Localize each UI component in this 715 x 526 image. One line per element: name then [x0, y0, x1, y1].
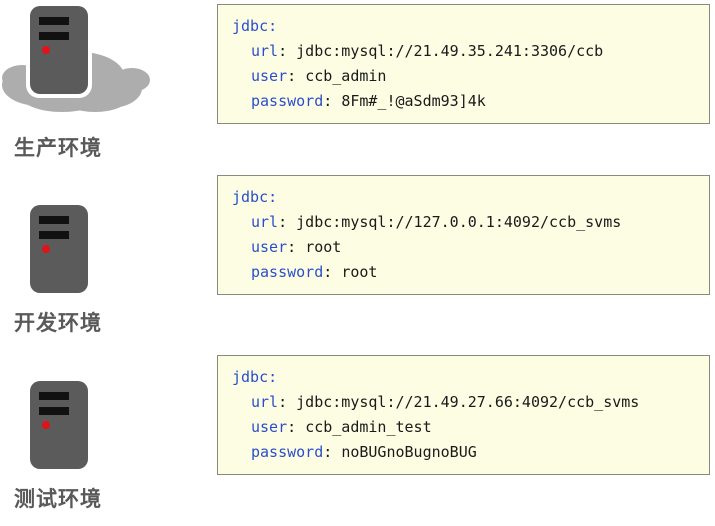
yaml-colon: :: [287, 418, 306, 436]
yaml-key: url: [251, 393, 279, 411]
environment-label-prod: 生产环境: [14, 136, 102, 160]
server-icon: [0, 375, 160, 510]
yaml-colon: :: [323, 263, 342, 281]
environment-label-test: 测试环境: [14, 487, 102, 511]
config-entry-url-prod: url: jdbc:mysql://21.49.35.241:3306/ccb: [218, 39, 709, 64]
yaml-key: password: [251, 92, 324, 110]
config-entry-url-dev: url: jdbc:mysql://127.0.0.1:4092/ccb_svm…: [218, 210, 709, 235]
yaml-colon: :: [268, 17, 278, 35]
yaml-key: jdbc: [232, 368, 269, 386]
config-entry-user-dev: user: root: [218, 235, 709, 260]
config-card-dev[interactable]: jdbc: url: jdbc:mysql://127.0.0.1:4092/c…: [217, 175, 710, 295]
yaml-colon: :: [278, 213, 297, 231]
environment-row-test: 测试环境 jdbc: url: jdbc:mysql://21.49.27.66…: [0, 350, 715, 526]
config-entry-password-dev: password: root: [218, 260, 709, 285]
yaml-key: jdbc: [232, 17, 269, 35]
environment-row-prod: 生产环境 jdbc: url: jdbc:mysql://21.49.35.24…: [0, 0, 715, 170]
yaml-key: user: [251, 67, 288, 85]
yaml-colon: :: [287, 238, 306, 256]
yaml-colon: :: [323, 92, 342, 110]
yaml-colon: :: [323, 443, 342, 461]
yaml-value: root: [341, 263, 378, 281]
server-icon: [0, 199, 160, 334]
yaml-value: ccb_admin_test: [305, 418, 432, 436]
environment-icon-column-prod: 生产环境: [0, 0, 215, 170]
environment-icon-column-dev: 开发环境: [0, 175, 215, 345]
yaml-key: password: [251, 443, 324, 461]
yaml-colon: :: [278, 393, 297, 411]
config-card-test[interactable]: jdbc: url: jdbc:mysql://21.49.27.66:4092…: [217, 355, 710, 475]
yaml-value: noBUGnoBugnoBUG: [341, 443, 477, 461]
config-root-key-test: jdbc:: [218, 365, 709, 390]
environment-row-dev: 开发环境 jdbc: url: jdbc:mysql://127.0.0.1:4…: [0, 175, 715, 345]
yaml-key: user: [251, 418, 288, 436]
server-cloud-icon: [0, 0, 160, 135]
yaml-key: url: [251, 213, 279, 231]
environment-label-dev: 开发环境: [14, 311, 102, 335]
config-entry-user-test: user: ccb_admin_test: [218, 415, 709, 440]
yaml-colon: :: [268, 188, 278, 206]
config-entry-url-test: url: jdbc:mysql://21.49.27.66:4092/ccb_s…: [218, 390, 709, 415]
yaml-value: jdbc:mysql://21.49.27.66:4092/ccb_svms: [296, 393, 640, 411]
config-entry-password-test: password: noBUGnoBugnoBUG: [218, 440, 709, 465]
yaml-value: root: [305, 238, 342, 256]
yaml-colon: :: [268, 368, 278, 386]
yaml-value: 8Fm#_!@aSdm93]4k: [341, 92, 486, 110]
environment-icon-column-test: 测试环境: [0, 350, 215, 526]
config-entry-password-prod: password: 8Fm#_!@aSdm93]4k: [218, 89, 709, 114]
yaml-key: user: [251, 238, 288, 256]
config-card-prod[interactable]: jdbc: url: jdbc:mysql://21.49.35.241:330…: [217, 4, 710, 124]
yaml-value: jdbc:mysql://127.0.0.1:4092/ccb_svms: [296, 213, 622, 231]
config-root-key-dev: jdbc:: [218, 185, 709, 210]
yaml-key: url: [251, 42, 279, 60]
config-root-key-prod: jdbc:: [218, 14, 709, 39]
yaml-value: jdbc:mysql://21.49.35.241:3306/ccb: [296, 42, 604, 60]
yaml-key: password: [251, 263, 324, 281]
yaml-key: jdbc: [232, 188, 269, 206]
yaml-value: ccb_admin: [305, 67, 387, 85]
yaml-colon: :: [287, 67, 306, 85]
config-entry-user-prod: user: ccb_admin: [218, 64, 709, 89]
yaml-colon: :: [278, 42, 297, 60]
